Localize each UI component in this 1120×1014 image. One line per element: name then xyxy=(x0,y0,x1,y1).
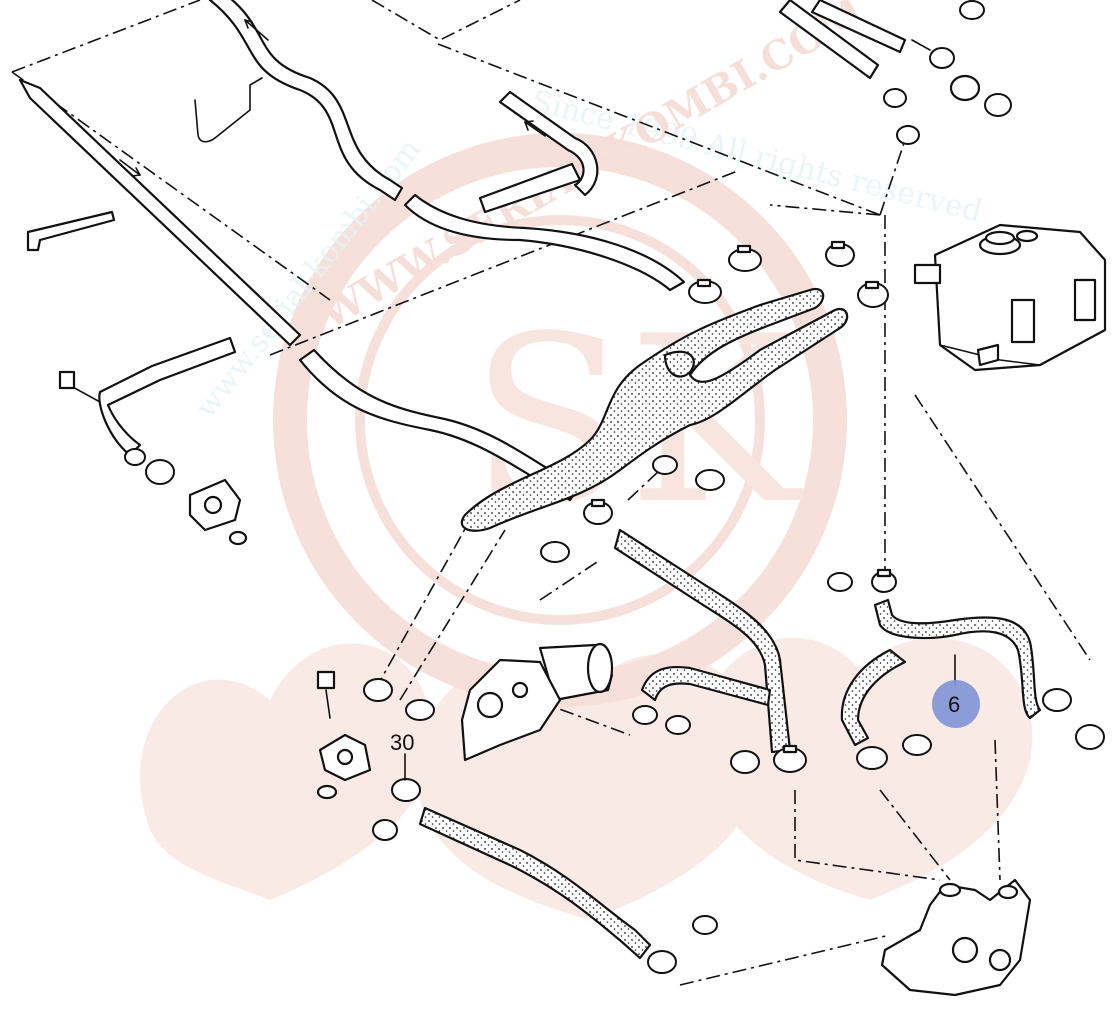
clamp-icon xyxy=(583,498,613,525)
clamp-icon xyxy=(632,705,658,725)
clamp-icon xyxy=(1042,688,1072,712)
callout-6-label: 6 xyxy=(948,692,960,717)
clamp-icon xyxy=(856,746,888,770)
clamp-icon xyxy=(391,778,421,802)
callout-6[interactable]: 6 xyxy=(932,654,980,728)
flange-left xyxy=(58,370,248,546)
clamp-icon xyxy=(959,0,985,20)
clamp-icon xyxy=(695,469,725,491)
hose-pipe-upper-wavy xyxy=(208,0,404,202)
hose-y-branch xyxy=(460,287,849,532)
clamp-icon xyxy=(405,699,435,721)
clamp-icon xyxy=(902,734,932,756)
hose-upper-right xyxy=(778,0,907,80)
watermark-inner-ring xyxy=(355,215,765,625)
hose-lower-long xyxy=(418,806,652,960)
hose-clamps xyxy=(124,0,1105,974)
clamp-icon xyxy=(692,915,718,935)
clamp-icon xyxy=(540,541,570,563)
clamp-icon xyxy=(857,280,889,308)
clamp-icon xyxy=(984,93,1012,117)
thermostat-housing xyxy=(880,878,1032,997)
hose-part-6[interactable] xyxy=(840,598,1042,747)
hose-pipe-mid xyxy=(403,90,686,292)
clamp-icon xyxy=(652,455,678,475)
clamp-icon xyxy=(929,47,955,69)
clamp-icon xyxy=(363,678,393,702)
clamp-icon xyxy=(871,568,897,593)
callout-30[interactable]: 30 xyxy=(390,730,414,781)
clamp-icon xyxy=(145,459,175,485)
callout-30-label: 30 xyxy=(390,730,414,755)
clamp-icon xyxy=(124,448,146,466)
clamp-icon xyxy=(730,750,760,774)
clamp-icon xyxy=(827,572,853,592)
clamp-icon xyxy=(372,819,398,841)
clamp-icon xyxy=(773,744,807,773)
pump-assembly xyxy=(460,642,772,762)
clamp-icon xyxy=(883,88,907,108)
clamp-icon xyxy=(665,715,691,735)
clamp-icon xyxy=(896,125,920,145)
flange-lower-left xyxy=(316,670,372,800)
callout-6-highlight xyxy=(932,680,980,728)
hose-pipe-left xyxy=(18,78,302,347)
clip-bracket xyxy=(26,77,263,252)
leader-lines xyxy=(11,0,1091,986)
clamp-icon xyxy=(1075,724,1105,750)
expansion-tank xyxy=(913,223,1107,372)
clamp-icon xyxy=(647,950,677,974)
clamp-icon xyxy=(688,278,722,304)
clamp-icon xyxy=(825,240,855,267)
clamp-icon xyxy=(728,244,762,272)
